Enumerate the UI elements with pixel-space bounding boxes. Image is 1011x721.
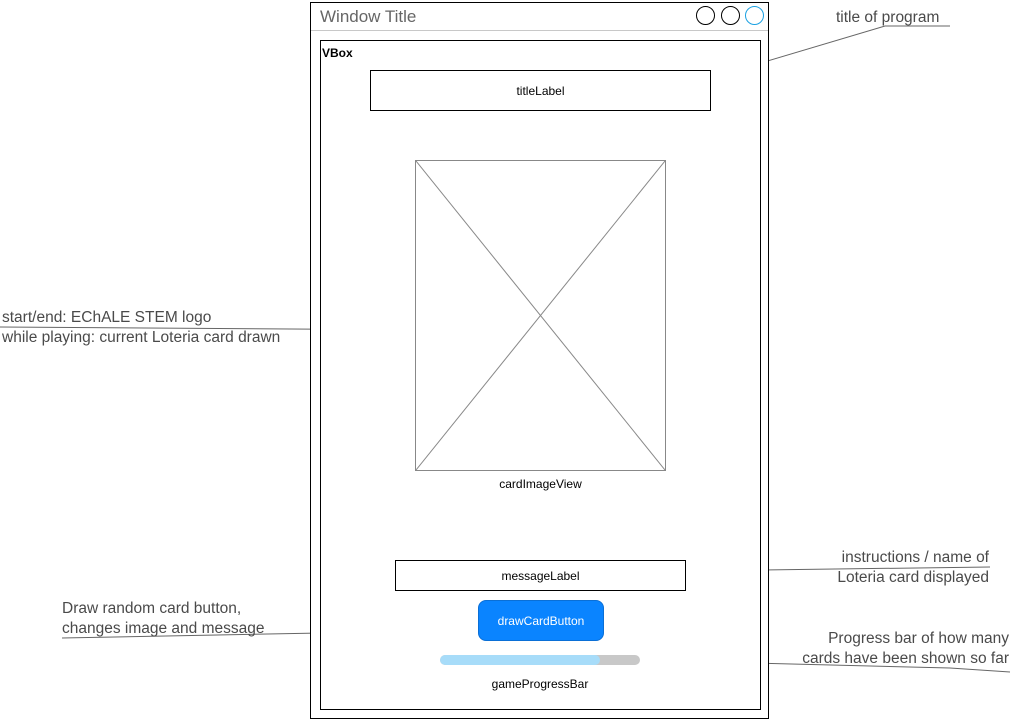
window-title: Window Title bbox=[320, 7, 417, 26]
annotation-image: start/end: EChALE STEM logo while playin… bbox=[2, 308, 280, 348]
vbox-label: VBox bbox=[322, 46, 353, 60]
title-label: titleLabel bbox=[370, 70, 711, 111]
annotation-button-line1: Draw random card button, bbox=[62, 600, 242, 617]
game-progress-caption: gameProgressBar bbox=[491, 677, 589, 691]
game-progress-fill bbox=[440, 655, 600, 665]
image-placeholder-icon bbox=[416, 161, 665, 470]
annotation-message-line1: instructions / name of bbox=[841, 549, 989, 566]
annotation-image-line2: while playing: current Loteria card draw… bbox=[2, 329, 281, 346]
draw-card-button[interactable]: drawCardButton bbox=[478, 600, 604, 641]
game-progress-bar bbox=[440, 655, 640, 665]
annotation-progress: Progress bar of how many cards have been… bbox=[802, 629, 1009, 669]
annotation-progress-line2: cards have been shown so far bbox=[802, 650, 1009, 667]
app-window: Window Title bbox=[310, 2, 769, 719]
vbox-container bbox=[320, 40, 761, 710]
maximize-icon[interactable] bbox=[721, 6, 740, 25]
minimize-icon[interactable] bbox=[696, 6, 715, 25]
close-icon[interactable] bbox=[745, 6, 764, 25]
window-titlebar[interactable]: Window Title bbox=[311, 3, 768, 31]
message-label-text: messageLabel bbox=[501, 568, 580, 583]
card-image-caption: cardImageView bbox=[499, 477, 582, 491]
annotation-progress-line1: Progress bar of how many bbox=[828, 630, 1009, 647]
annotation-image-line1: start/end: EChALE STEM logo bbox=[2, 309, 212, 326]
card-image-view bbox=[415, 160, 666, 471]
title-label-text: titleLabel bbox=[516, 83, 565, 98]
draw-card-button-label: drawCardButton bbox=[497, 613, 585, 628]
annotation-button-line2: changes image and message bbox=[62, 620, 265, 637]
annotation-button: Draw random card button, changes image a… bbox=[62, 599, 265, 639]
annotation-message-line2: Loteria card displayed bbox=[837, 569, 989, 586]
message-label: messageLabel bbox=[395, 560, 686, 591]
annotation-message: instructions / name of Loteria card disp… bbox=[837, 548, 989, 588]
annotation-title: title of program bbox=[836, 9, 940, 26]
